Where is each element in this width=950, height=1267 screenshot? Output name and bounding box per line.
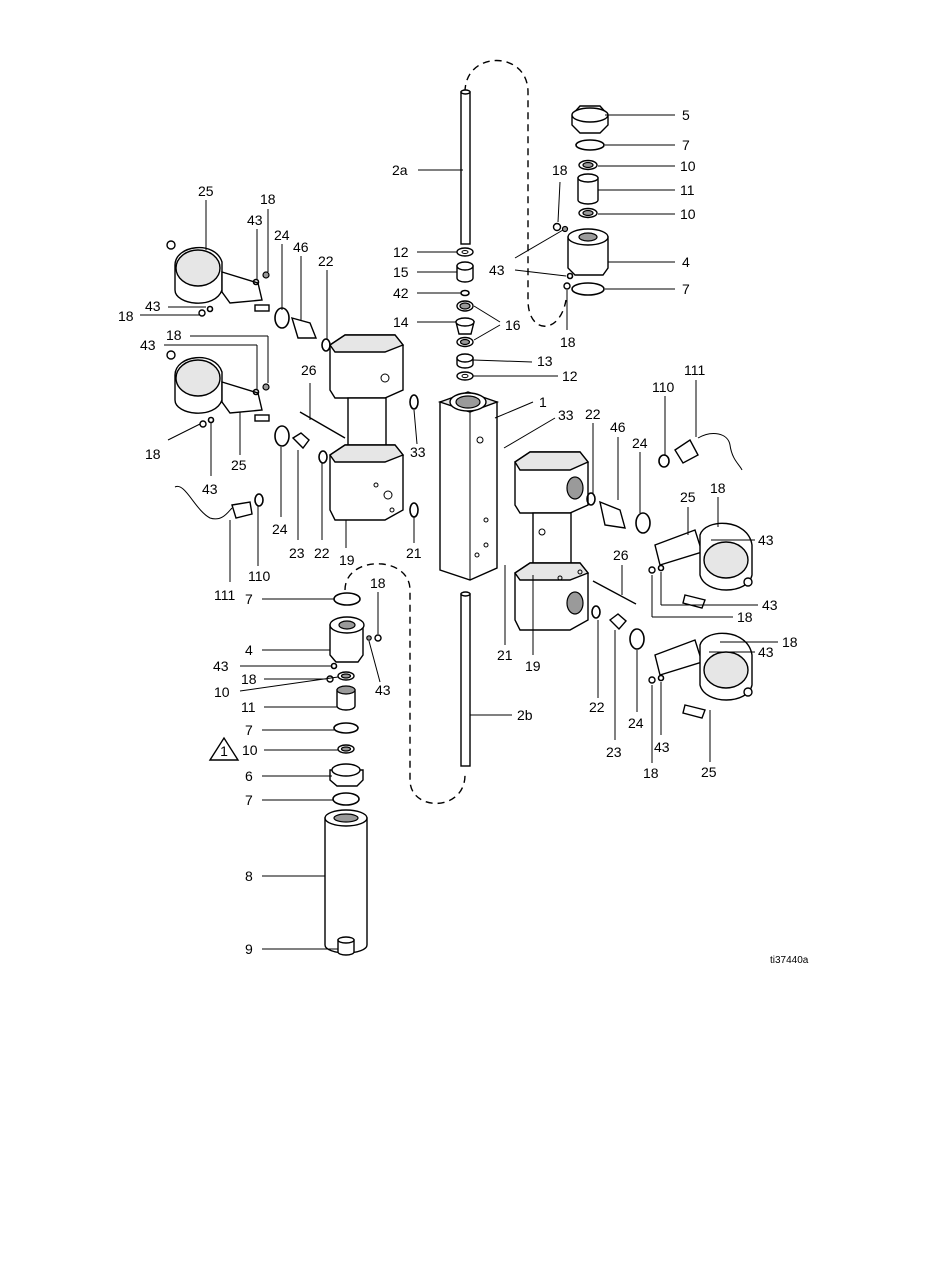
callout-label: 1	[539, 394, 547, 410]
callout-label: 25	[680, 489, 696, 505]
callout-label: 33	[410, 444, 426, 460]
callout-label: 43	[762, 597, 778, 613]
callout-label: 10	[242, 742, 258, 758]
callout-label: 42	[393, 285, 409, 301]
callout-label: 18	[737, 609, 753, 625]
callout-label: 111	[214, 587, 235, 603]
callout-label: 18	[145, 446, 161, 462]
callout-label: 5	[682, 107, 690, 123]
figure-id: ti37440a	[770, 955, 809, 966]
rod-seal-stack	[456, 248, 474, 380]
callout-label: 15	[393, 264, 409, 280]
callout-label: 21	[497, 647, 513, 663]
callout-label: 25	[701, 764, 717, 780]
callout-label: 43	[489, 262, 505, 278]
callout-label: 43	[202, 481, 218, 497]
callout-label: 18	[166, 327, 182, 343]
callout-label: 16	[505, 317, 521, 333]
callout-label: 22	[318, 253, 334, 269]
upper-check-valve-stack	[568, 106, 608, 295]
callout-label: 110	[652, 379, 675, 395]
callout-label: 43	[758, 644, 774, 660]
callout-label: 4	[245, 642, 253, 658]
callout-label: 43	[375, 682, 391, 698]
note-triangle-symbol: 1	[210, 738, 238, 760]
callout-label: 7	[245, 591, 253, 607]
valve-assembly-right-a	[655, 523, 752, 608]
callout-label: 7	[245, 792, 253, 808]
callout-label: 22	[589, 699, 605, 715]
callout-label: 43	[758, 532, 774, 548]
callout-label: 25	[198, 183, 214, 199]
callout-label: 18	[782, 634, 798, 650]
callout-label: 46	[293, 239, 309, 255]
callout-label: 24	[632, 435, 648, 451]
callout-label: 43	[654, 739, 670, 755]
alignment-path-lower	[345, 564, 465, 804]
callout-label: 2b	[517, 707, 533, 723]
alignment-path-upper	[465, 61, 566, 327]
callout-label: 23	[289, 545, 305, 561]
callout-label: 7	[682, 281, 690, 297]
piston-rod-lower	[461, 592, 470, 766]
callout-label: 33	[558, 407, 574, 423]
callout-label: 6	[245, 768, 253, 784]
valve-assembly-right-b	[655, 633, 752, 718]
left-manifold	[330, 335, 403, 520]
callout-label: 110	[248, 568, 271, 584]
valve-assembly-upper-left-a	[167, 241, 269, 311]
callout-label: 10	[680, 206, 696, 222]
callout-label: 18	[560, 334, 576, 350]
callout-label: 14	[393, 314, 409, 330]
callout-label: 24	[628, 715, 644, 731]
callout-label: 24	[274, 227, 290, 243]
callout-label: 19	[525, 658, 541, 674]
right-manifold	[515, 452, 588, 630]
callout-label: 11	[680, 182, 695, 198]
fitting-111-left	[175, 486, 263, 519]
callout-label: 9	[245, 941, 253, 957]
callout-label: 18	[118, 308, 134, 324]
valve-assembly-upper-left-b	[167, 351, 269, 421]
callout-label: 18	[260, 191, 276, 207]
callout-label: 43	[247, 212, 263, 228]
callout-label: 26	[301, 362, 317, 378]
callout-label: 24	[272, 521, 288, 537]
callout-label: 10	[680, 158, 696, 174]
lower-check-valve-stack	[325, 593, 381, 955]
fitting-111-right	[659, 434, 742, 470]
callout-label: 11	[241, 699, 256, 715]
callout-label: 4	[682, 254, 690, 270]
callout-label: 18	[552, 162, 568, 178]
callout-label: 21	[406, 545, 422, 561]
callout-label: 13	[537, 353, 553, 369]
callout-label: 19	[339, 552, 355, 568]
callout-label: 26	[613, 547, 629, 563]
callout-label: 18	[643, 765, 659, 781]
callout-label: 18	[370, 575, 386, 591]
callout-label: 12	[393, 244, 409, 260]
callout-label: 18	[710, 480, 726, 496]
callout-label: 23	[606, 744, 622, 760]
callout-label: 10	[214, 684, 230, 700]
callout-label: 18	[241, 671, 257, 687]
callout-label: 46	[610, 419, 626, 435]
callout-label: 43	[145, 298, 161, 314]
callout-label: 7	[682, 137, 690, 153]
note-number: 1	[220, 743, 228, 759]
callout-label: 111	[684, 362, 705, 378]
piston-rod-upper	[461, 90, 470, 244]
callout-label: 2a	[392, 162, 408, 178]
callout-label: 12	[562, 368, 578, 384]
pump-body	[440, 392, 497, 580]
callout-label: 25	[231, 457, 247, 473]
callout-label: 43	[213, 658, 229, 674]
callout-label: 22	[585, 406, 601, 422]
callout-label: 8	[245, 868, 253, 884]
callout-label: 7	[245, 722, 253, 738]
callout-label: 22	[314, 545, 330, 561]
callout-label: 43	[140, 337, 156, 353]
